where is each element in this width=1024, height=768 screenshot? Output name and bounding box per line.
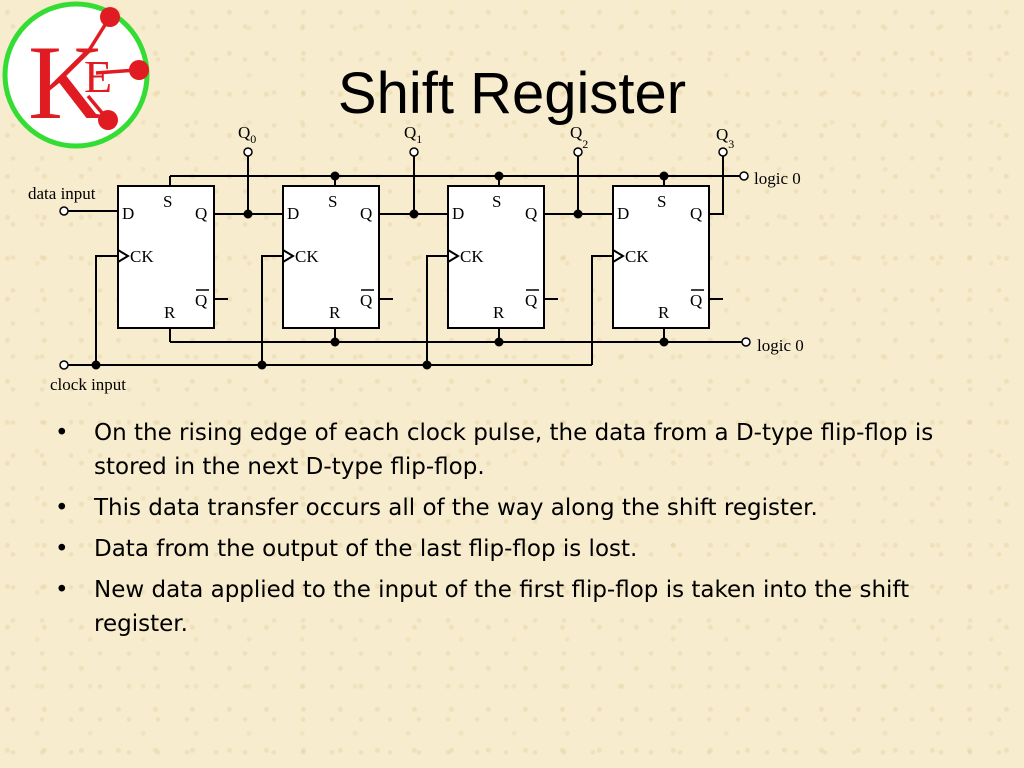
svg-text:Q: Q	[195, 291, 207, 310]
svg-text:Q: Q	[360, 204, 372, 223]
svg-text:D: D	[452, 204, 464, 223]
svg-text:CK: CK	[295, 247, 319, 266]
q0-label: Q0	[238, 123, 256, 146]
bullet-item: •This data transfer occurs all of the wa…	[55, 495, 818, 521]
svg-text:CK: CK	[130, 247, 154, 266]
logic0-top-label: logic 0	[754, 169, 801, 188]
logic0-bottom-label: logic 0	[757, 336, 804, 355]
svg-text:Q: Q	[360, 291, 372, 310]
flip-flop-1: D S Q CK R Q	[261, 176, 393, 365]
svg-text:S: S	[328, 192, 337, 211]
data-input-label: data input	[28, 184, 96, 203]
shift-register-diagram: D S Q CK R Q D S Q CK R Q D S Q CK R Q	[28, 123, 804, 394]
clock-input-label: clock input	[50, 375, 126, 394]
svg-text:R: R	[164, 303, 176, 322]
svg-text:D: D	[617, 204, 629, 223]
svg-text:R: R	[493, 303, 505, 322]
svg-text:R: R	[329, 303, 341, 322]
svg-text:Q: Q	[690, 204, 702, 223]
svg-text:Q: Q	[525, 204, 537, 223]
svg-text:S: S	[492, 192, 501, 211]
svg-text:CK: CK	[460, 247, 484, 266]
logo-letter-k: K	[28, 24, 105, 141]
flip-flop-0: D S Q CK R Q	[95, 176, 228, 365]
q1-label: Q1	[404, 123, 422, 146]
logic0-bottom-terminal	[741, 337, 751, 347]
q1-terminal	[409, 147, 419, 157]
svg-text:Q: Q	[690, 291, 702, 310]
slide-title: Shift Register	[337, 61, 687, 126]
q3-terminal	[718, 147, 728, 157]
ke-logo: K E	[2, 1, 150, 149]
q3-label: Q3	[716, 125, 734, 151]
logo-letter-e: E	[84, 51, 112, 102]
svg-text:S: S	[163, 192, 172, 211]
clock-input-terminal	[59, 360, 69, 370]
data-input-terminal	[59, 206, 69, 216]
logic0-top-terminal	[739, 171, 749, 181]
bullet-item: •On the rising edge of each clock pulse,…	[55, 420, 934, 480]
svg-text:CK: CK	[625, 247, 649, 266]
bullet-item: •Data from the output of the last flip-f…	[55, 536, 638, 562]
q0-terminal	[243, 147, 253, 157]
svg-text:Q: Q	[195, 204, 207, 223]
bullet-item: •New data applied to the input of the fi…	[55, 577, 910, 637]
flip-flop-2: D S Q CK R Q	[426, 176, 558, 365]
q2-label: Q2	[570, 123, 588, 151]
flip-flop-3: D S Q CK R Q	[591, 176, 723, 365]
svg-text:Q: Q	[525, 291, 537, 310]
svg-text:R: R	[658, 303, 670, 322]
svg-text:D: D	[122, 204, 134, 223]
bullet-list: •On the rising edge of each clock pulse,…	[55, 416, 1005, 648]
svg-text:D: D	[287, 204, 299, 223]
q2-terminal	[573, 147, 583, 157]
svg-text:S: S	[657, 192, 666, 211]
